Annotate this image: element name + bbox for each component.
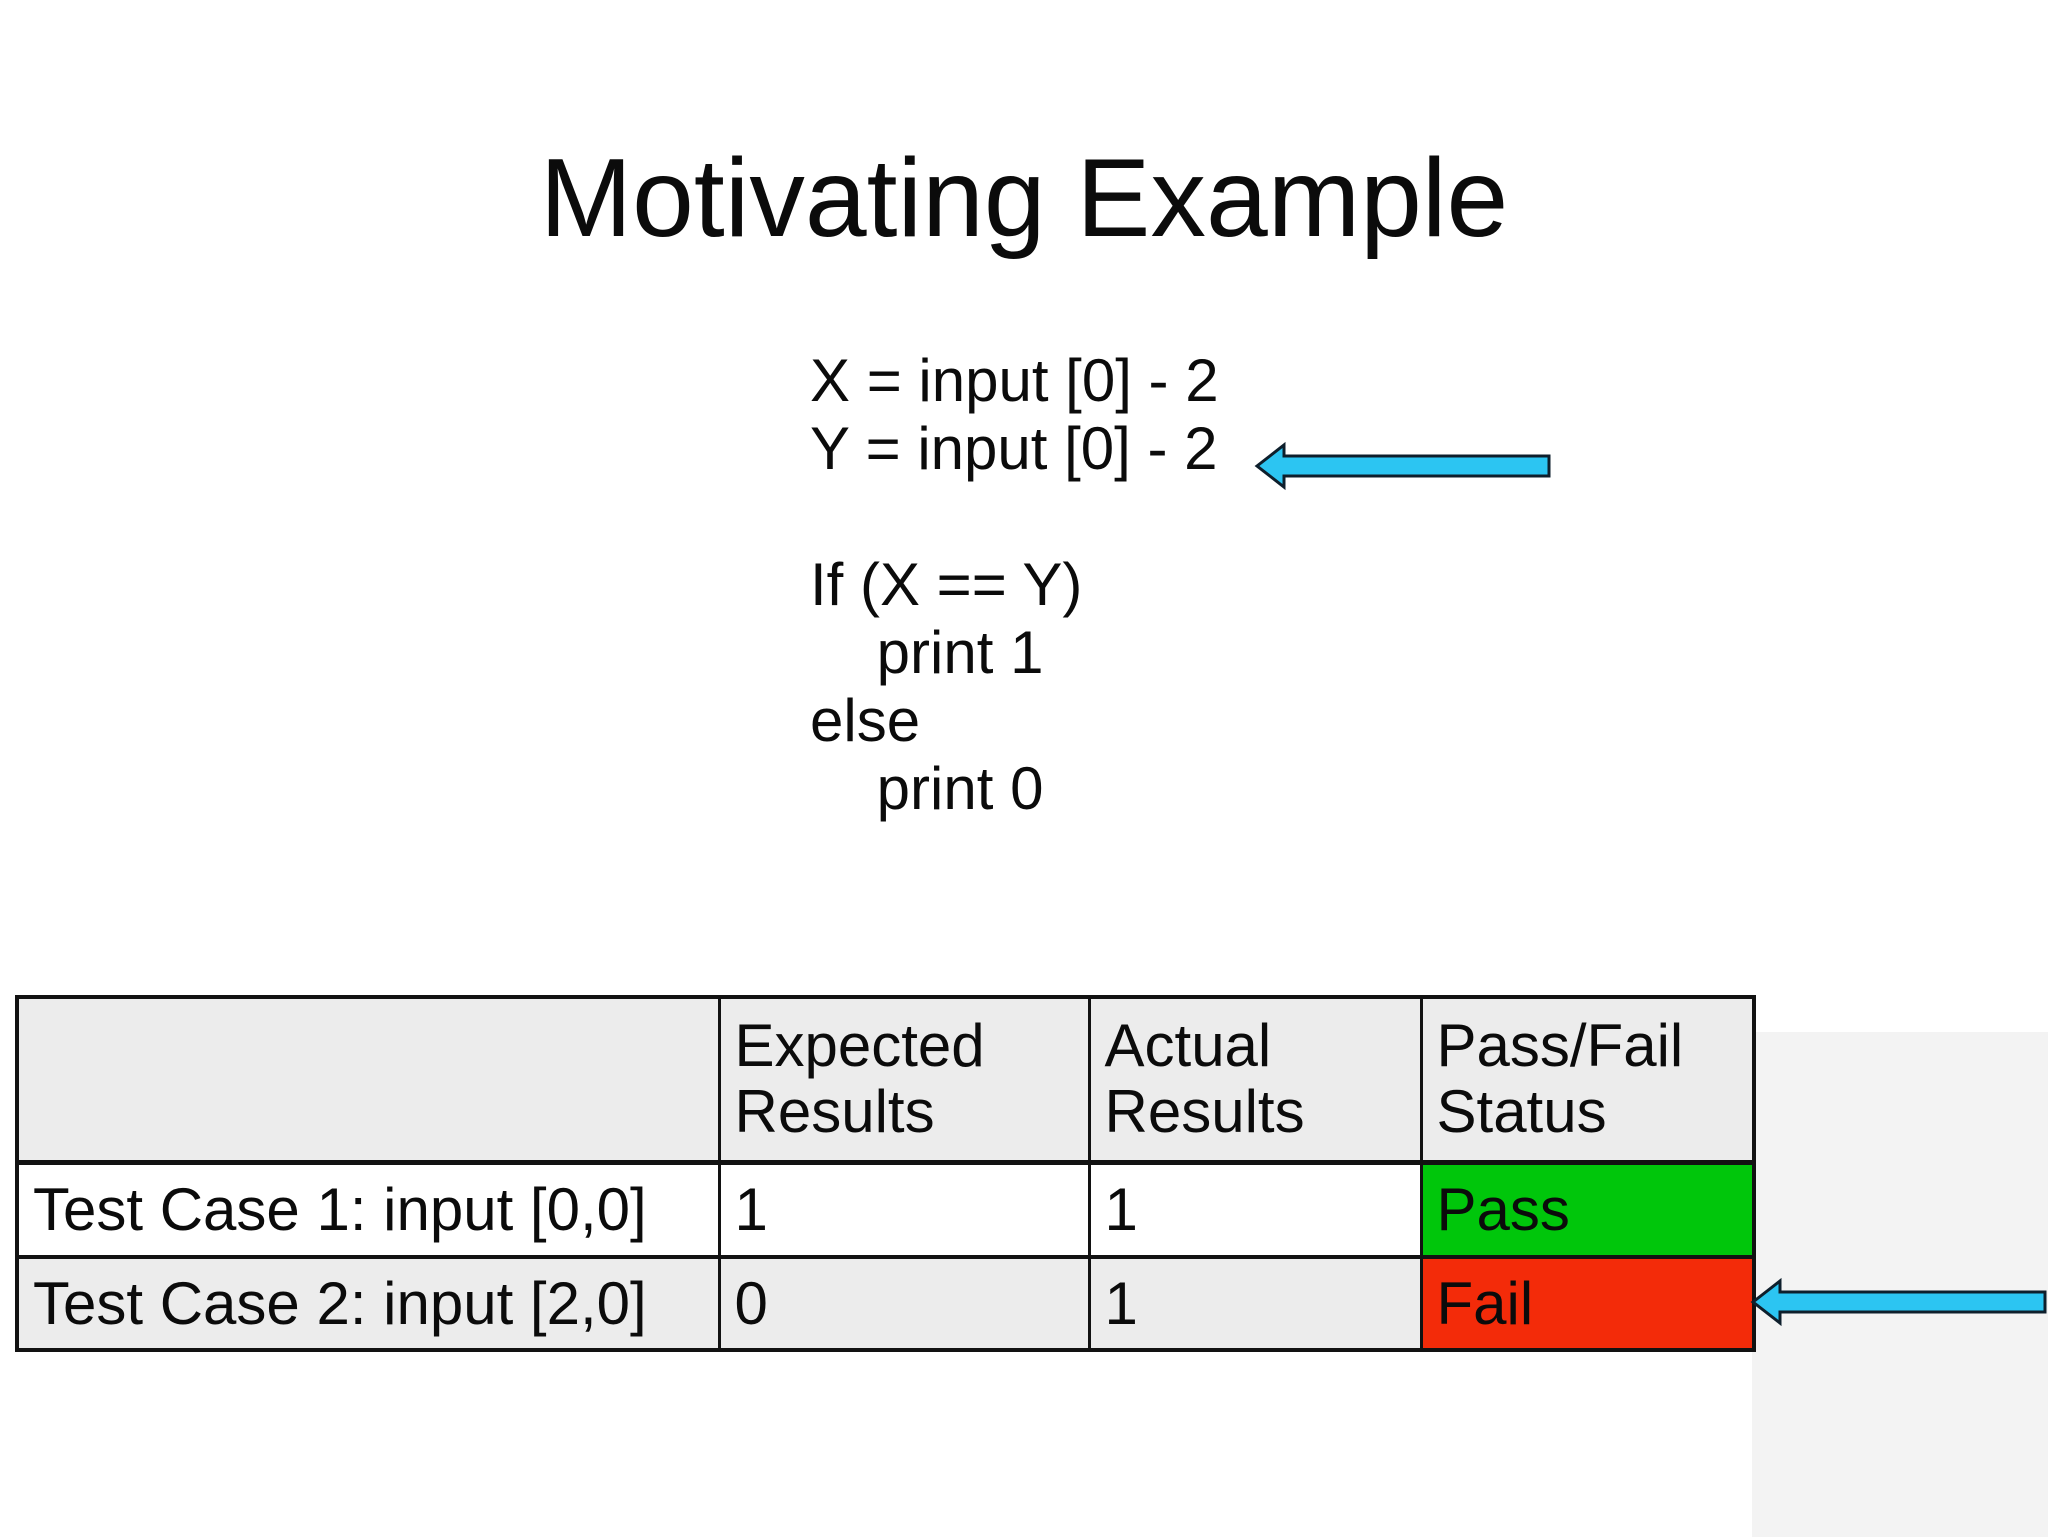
cell-test-case-label: Test Case 1: input [0,0]	[15, 1160, 721, 1259]
results-table: Expected Results Actual Results Pass/Fai…	[15, 995, 1756, 1352]
header-cell-pass-fail-status: Pass/Fail Status	[1419, 995, 1756, 1165]
status-fail-cell: Fail	[1419, 1255, 1756, 1352]
left-block-arrow-icon	[1254, 441, 1551, 491]
left-block-arrow-icon	[1750, 1277, 2047, 1327]
arrow-shape	[1750, 1277, 2047, 1327]
table-row-test-case-1: Test Case 1: input [0,0] 1 1 Pass	[15, 1160, 1756, 1259]
cell-expected-result: 0	[717, 1255, 1091, 1352]
header-cell-empty	[15, 995, 721, 1165]
slide-title: Motivating Example	[539, 136, 1509, 260]
status-pass-cell: Pass	[1419, 1160, 1756, 1259]
table-row-test-case-2: Test Case 2: input [2,0] 0 1 Fail	[15, 1255, 1756, 1352]
arrow-shape	[1254, 441, 1551, 491]
table-header-row: Expected Results Actual Results Pass/Fai…	[15, 995, 1756, 1165]
code-block: X = input [0] - 2 Y = input [0] - 2 If (…	[810, 347, 1219, 822]
header-cell-actual-results: Actual Results	[1087, 995, 1423, 1165]
bottom-right-shade	[1752, 1032, 2048, 1537]
cell-actual-result: 1	[1087, 1160, 1423, 1259]
cell-expected-result: 1	[717, 1160, 1091, 1259]
cell-test-case-label: Test Case 2: input [2,0]	[15, 1255, 721, 1352]
header-cell-expected-results: Expected Results	[717, 995, 1091, 1165]
cell-actual-result: 1	[1087, 1255, 1423, 1352]
